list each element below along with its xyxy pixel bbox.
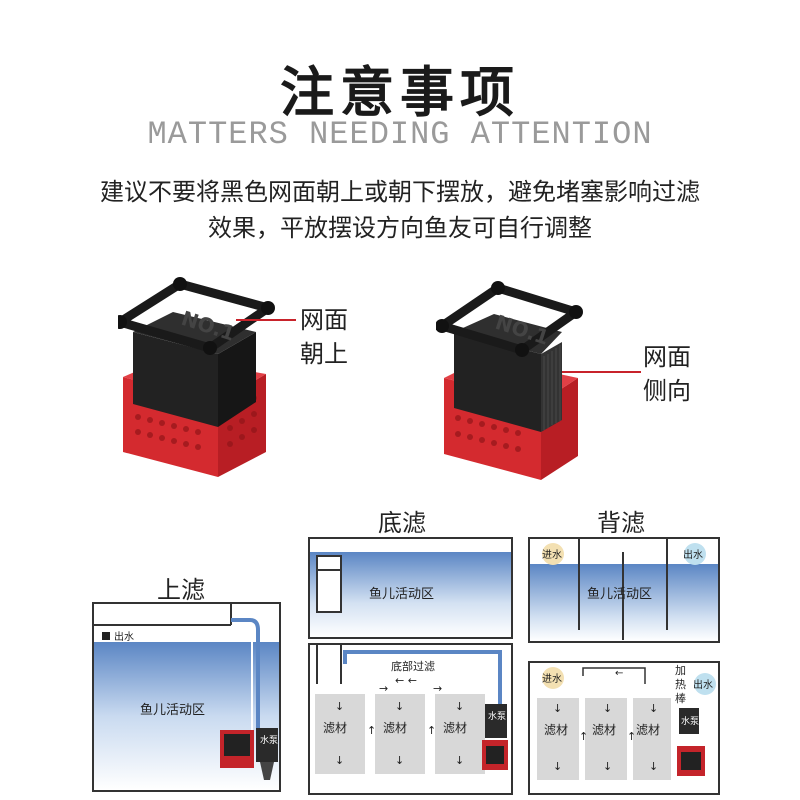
back-filter-media-3: 滤材 bbox=[636, 723, 660, 737]
svg-text:↓: ↓ bbox=[553, 760, 562, 773]
back-filter-heater-1: 加 bbox=[675, 664, 686, 677]
svg-text:↓: ↓ bbox=[335, 754, 344, 767]
diagram-back-filter: 进水 出水 鱼儿活动区 进水 ← 滤材 滤材 滤材 ↓ ↓ ↑ ↓ ↓ ↑ ↓ ↓ 加 热… bbox=[528, 537, 720, 795]
svg-text:↑: ↑ bbox=[427, 724, 436, 737]
bottom-filter-pump-text: 水泵 bbox=[488, 710, 506, 722]
back-filter-pump-text: 水泵 bbox=[681, 715, 699, 727]
label-mesh-side-line2: 侧向 bbox=[643, 377, 691, 405]
top-filter-zone-text: 鱼儿活动区 bbox=[140, 702, 205, 718]
diagram-title-back-filter: 背滤 bbox=[597, 509, 645, 537]
bottom-filter-zone-text: 鱼儿活动区 bbox=[369, 586, 434, 602]
svg-text:←: ← bbox=[615, 668, 623, 679]
back-filter-outlet-top: 出水 bbox=[683, 548, 703, 561]
product-mesh-up-image: NO.1 bbox=[118, 277, 296, 477]
label-mesh-up-line2: 朝上 bbox=[300, 340, 348, 368]
label-mesh-up: 网面 朝上 bbox=[300, 303, 348, 371]
back-filter-inlet-bottom: 进水 bbox=[542, 673, 562, 685]
back-filter-inlet-top: 进水 bbox=[542, 549, 562, 561]
back-filter-heater-2: 热 bbox=[675, 678, 686, 691]
svg-text:↓: ↓ bbox=[649, 702, 658, 715]
svg-text:→: → bbox=[379, 682, 388, 695]
svg-text:↓: ↓ bbox=[603, 702, 612, 715]
svg-text:↓: ↓ bbox=[455, 700, 464, 713]
back-filter-media-1: 滤材 bbox=[544, 723, 568, 737]
svg-text:↑: ↑ bbox=[579, 730, 588, 743]
svg-text:↓: ↓ bbox=[395, 700, 404, 713]
bottom-filter-flow-text: 底部过滤 bbox=[391, 659, 435, 673]
description-line-1: 建议不要将黑色网面朝上或朝下摆放，避免堵塞影响过滤 bbox=[100, 178, 700, 206]
label-mesh-side-line1: 网面 bbox=[643, 343, 691, 371]
label-mesh-side: 网面 侧向 bbox=[643, 340, 691, 408]
top-filter-outlet-text: 出水 bbox=[114, 630, 134, 643]
svg-text:↓: ↓ bbox=[553, 702, 562, 715]
top-filter-pump-text: 水泵 bbox=[260, 734, 278, 746]
label-mesh-up-line1: 网面 bbox=[300, 306, 348, 334]
svg-text:→: → bbox=[433, 682, 442, 695]
svg-text:↑: ↑ bbox=[367, 724, 376, 737]
svg-text:↓: ↓ bbox=[335, 700, 344, 713]
back-filter-zone-text: 鱼儿活动区 bbox=[587, 586, 652, 602]
diagram-title-top-filter: 上滤 bbox=[157, 576, 205, 604]
product-mesh-side-image: NO.1 bbox=[436, 281, 641, 480]
back-filter-heater-3: 棒 bbox=[675, 691, 686, 705]
diagram-bottom-filter: 鱼儿活动区 底部过滤 ← ← → → 滤材 滤材 滤材 ↓ ↓ ↑ ↓ ↓ ↑ ↓ ↓ 水… bbox=[308, 537, 513, 795]
diagram-top-filter: 出水 鱼儿活动区 水泵 bbox=[92, 602, 281, 792]
bottom-filter-media-1: 滤材 bbox=[323, 721, 347, 735]
svg-text:↓: ↓ bbox=[603, 760, 612, 773]
page-title: 注意事项 bbox=[280, 61, 520, 124]
svg-text:↓: ↓ bbox=[649, 760, 658, 773]
page-subtitle: MATTERS NEEDING ATTENTION bbox=[147, 116, 653, 153]
svg-text:← ←: ← ← bbox=[395, 674, 417, 687]
bottom-filter-media-2: 滤材 bbox=[383, 721, 407, 735]
svg-text:↑: ↑ bbox=[627, 730, 636, 743]
back-filter-outlet-bottom: 出水 bbox=[693, 678, 713, 691]
description-line-2: 效果，平放摆设方向鱼友可自行调整 bbox=[208, 214, 592, 242]
diagram-title-bottom-filter: 底滤 bbox=[378, 509, 426, 537]
back-filter-media-2: 滤材 bbox=[592, 723, 616, 737]
svg-text:↓: ↓ bbox=[395, 754, 404, 767]
bottom-filter-media-3: 滤材 bbox=[443, 721, 467, 735]
svg-text:↓: ↓ bbox=[455, 754, 464, 767]
